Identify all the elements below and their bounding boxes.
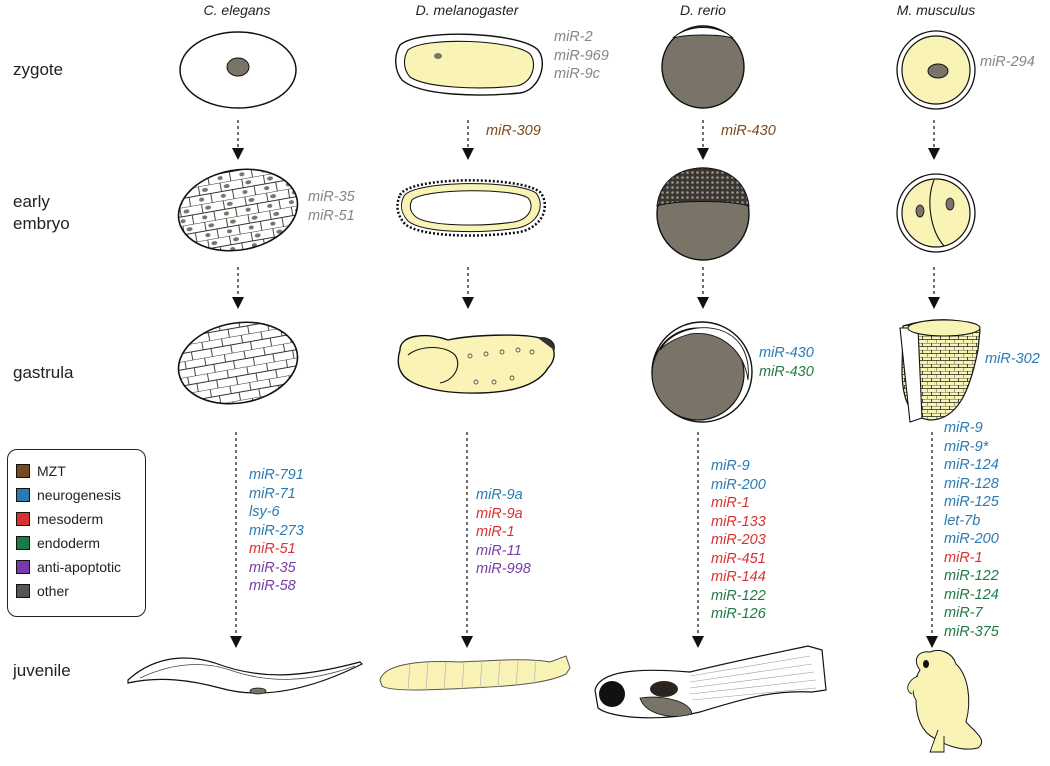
mir-label: miR-1	[711, 495, 750, 511]
dr-zygote	[661, 25, 745, 109]
mm-juvenile	[907, 650, 983, 753]
legend-label: MZT	[37, 463, 66, 479]
dm-zygote-mirs: miR-2 miR-969 miR-9c	[554, 28, 609, 84]
mir-label: miR-122	[944, 568, 999, 584]
ce-gastrula	[177, 321, 299, 405]
legend-label: other	[37, 583, 69, 599]
ce-zygote	[179, 31, 297, 109]
mir-label: miR-125	[944, 494, 999, 510]
legend-label: endoderm	[37, 535, 101, 551]
legend-item-anti-apoptotic: anti-apoptotic	[16, 556, 121, 578]
dr-mzt-mir: miR-430	[721, 123, 776, 139]
mir-label: miR-9*	[944, 438, 989, 455]
dr-gastrula-mirs: miR-430 miR-430	[759, 344, 814, 381]
mir-label: miR-144	[711, 569, 766, 585]
mir-label: miR-451	[711, 550, 766, 567]
dm-late-mir-list: miR-9a miR-9a miR-1 miR-11 miR-998	[476, 486, 531, 579]
legend-swatch	[16, 512, 30, 526]
mir-label: miR-58	[249, 578, 296, 594]
mm-zygote	[896, 30, 976, 110]
mir-label: miR-9	[711, 458, 750, 474]
mir-label: miR-9	[944, 420, 983, 436]
mir-label: miR-1	[476, 524, 515, 540]
species-drerio: D. rerio	[680, 2, 726, 18]
mir-label: miR-126	[711, 606, 766, 622]
mm-zygote-mir: miR-294	[980, 54, 1035, 70]
mir-label: miR-203	[711, 532, 766, 548]
legend-label: neurogenesis	[37, 487, 122, 503]
mir-label: miR-273	[249, 522, 304, 539]
dr-gastrula	[651, 321, 753, 423]
dm-mzt-mir: miR-309	[486, 123, 541, 139]
legend-swatch	[16, 464, 30, 478]
legend-item-other: other	[16, 580, 69, 602]
mm-gastrula-mir: miR-302	[985, 351, 1040, 367]
mir-label: miR-2	[554, 29, 593, 45]
mir-label: miR-51	[249, 541, 296, 557]
dm-gastrula	[397, 334, 555, 394]
mir-label: let-7b	[944, 512, 981, 529]
species-mmusculus: M. musculus	[896, 2, 976, 18]
mir-label: miR-7	[944, 605, 983, 621]
dm-early-embryo	[396, 179, 546, 237]
mir-label: miR-35	[308, 189, 355, 205]
mir-label: miR-71	[249, 485, 296, 502]
dr-juvenile	[594, 645, 827, 719]
mir-label: miR-791	[249, 467, 304, 483]
stage-arrows	[230, 120, 940, 648]
ce-juvenile	[127, 657, 364, 695]
stage-juvenile: juvenile	[13, 661, 71, 680]
mir-label: lsy-6	[249, 504, 280, 520]
legend-item-endoderm: endoderm	[16, 532, 100, 554]
mir-label: miR-51	[308, 207, 355, 224]
legend-item-mzt: MZT	[16, 460, 66, 482]
mir-label: miR-9a	[476, 505, 523, 522]
legend-swatch	[16, 584, 30, 598]
mir-label: miR-375	[944, 623, 999, 640]
dm-juvenile	[379, 655, 571, 691]
mm-gastrula	[899, 319, 981, 423]
stage-early-line2: embryo	[13, 214, 70, 233]
species-dmelanogaster: D. melanogaster	[415, 2, 519, 18]
dr-late-mir-list: miR-9 miR-200 miR-1 miR-133 miR-203 miR-451 mi…	[711, 457, 766, 624]
mm-early-embryo	[896, 173, 976, 253]
legend-label: anti-apoptotic	[37, 559, 122, 575]
mir-label: miR-969	[554, 47, 609, 64]
mir-label: miR-11	[476, 542, 522, 559]
legend-label: mesoderm	[37, 511, 104, 527]
stage-zygote: zygote	[13, 60, 64, 79]
mir-label: miR-122	[711, 587, 766, 604]
legend: MZT neurogenesis mesoderm endoderm anti-…	[7, 449, 146, 617]
stage-early-line1: early	[13, 192, 50, 211]
mir-label: miR-200	[944, 531, 999, 547]
mir-label: miR-430	[759, 363, 814, 380]
dr-early-embryo	[656, 167, 750, 261]
ce-late-mir-list: miR-791 miR-71 lsy-6 miR-273 miR-51 miR-35 miR…	[249, 466, 304, 596]
mir-label: miR-200	[711, 476, 766, 493]
legend-swatch	[16, 536, 30, 550]
ce-early-embryo	[177, 168, 299, 252]
mir-label: miR-430	[759, 345, 814, 361]
legend-item-neurogenesis: neurogenesis	[16, 484, 121, 506]
stage-gastrula: gastrula	[13, 363, 74, 382]
ce-early-mirs: miR-35 miR-51	[308, 188, 355, 225]
legend-item-mesoderm: mesoderm	[16, 508, 103, 530]
mir-label: miR-128	[944, 475, 999, 492]
mir-label: miR-133	[711, 513, 766, 530]
legend-swatch	[16, 560, 30, 574]
mir-label: miR-124	[944, 457, 999, 473]
mm-late-mir-list: miR-9 miR-9* miR-124 miR-128 miR-125 let-7b mi…	[944, 419, 999, 641]
legend-swatch	[16, 488, 30, 502]
dm-zygote	[395, 33, 543, 96]
mir-label: miR-35	[249, 559, 296, 576]
mir-label: miR-9c	[554, 66, 600, 82]
mir-label: miR-9a	[476, 487, 523, 503]
mir-label: miR-998	[476, 561, 531, 577]
mir-label: miR-124	[944, 586, 999, 603]
species-celegans: C. elegans	[203, 2, 271, 18]
mir-label: miR-1	[944, 549, 983, 566]
